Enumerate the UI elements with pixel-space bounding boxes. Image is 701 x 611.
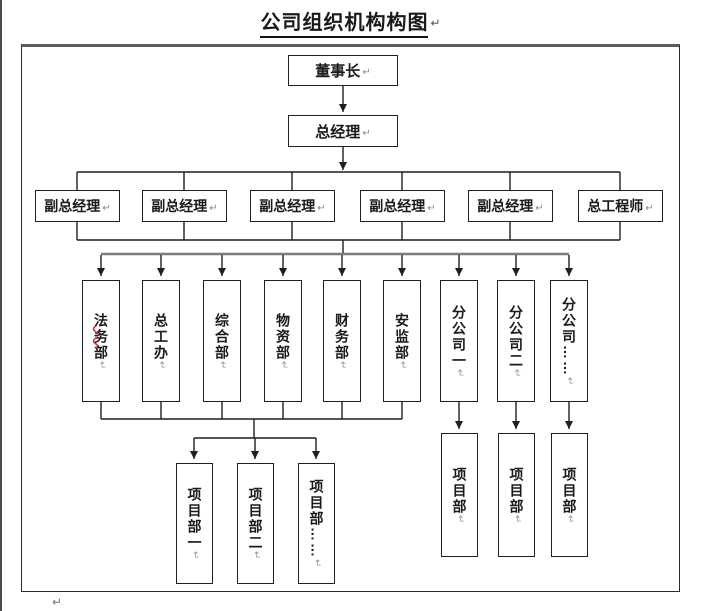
org-box-label: 副总经理 [477,198,534,214]
org-box-finance-dept: 财务部↵ [323,280,361,402]
org-box-project-dept-1: 项目部一↵ [176,463,213,584]
org-box-project-dept-2: 项目部二↵ [237,463,274,584]
org-box-label: 法务部 [93,312,109,361]
org-box-branch-company-2: 分公司二↵ [497,280,535,402]
return-mark: ↵ [209,202,218,214]
return-mark: ↵ [156,360,167,370]
paragraph-return-mark: ↵ [52,595,63,609]
org-box-label: 项目部 [451,466,468,515]
org-box-label: 副总经理 [259,198,316,214]
org-box-chief-engineer: 总工程师 ↵ [578,190,663,222]
return-mark: ↵ [362,67,371,78]
return-mark: ↵ [454,514,466,524]
org-box-label: 综合部 [214,312,230,361]
org-box-label: 副总经理 [44,198,101,214]
org-box-label: 分公司二 [508,304,524,369]
org-box-label: 物资部 [275,312,291,361]
return-mark: ↵ [362,127,371,139]
return-mark: ↵ [564,514,576,524]
org-box-label: 副总经理 [151,198,208,214]
return-mark: ↵ [511,514,523,524]
org-box-label: 安监部 [394,312,410,361]
return-mark: ↵ [250,551,262,560]
page-left-edge-line [0,0,2,611]
org-box-label: 总工程师 [587,198,644,214]
org-box-vice-gm-4: 副总经理 ↵ [360,190,445,222]
return-mark: ↵ [511,368,522,378]
org-box-branch-company-etc: 分公司……↵ [550,280,588,402]
org-box-label: 项目部…… [308,479,325,560]
org-box-branch-project-dept-2: 项目部↵ [498,433,535,557]
page-title: 公司组织机构构图↵ [0,6,701,38]
org-box-label: 总工办 [153,312,169,361]
return-mark: ↵ [278,360,289,370]
return-mark: ↵ [311,559,323,568]
org-box-branch-company-1: 分公司一↵ [440,280,478,402]
org-box-project-dept-etc: 项目部……↵ [298,463,335,584]
return-mark: ↵ [189,551,201,560]
org-box-vice-gm-1: 副总经理 ↵ [35,190,120,222]
org-box-label: 项目部 [508,466,525,515]
org-box-label: 项目部一 [186,487,203,552]
org-box-chief-engineer-office: 总工办↵ [142,280,180,402]
return-mark: ↵ [217,360,228,370]
org-box-chairman: 董事长 ↵ [288,55,398,86]
org-box-label: 董事长 [315,63,361,80]
paragraph-return-mark: ↵ [430,16,441,30]
org-box-vice-gm-2: 副总经理 ↵ [142,190,227,222]
org-box-label: 分公司…… [561,296,577,377]
org-box-branch-project-dept-1: 项目部↵ [441,433,478,557]
spellcheck-squiggle [92,326,98,348]
return-mark: ↵ [397,360,408,370]
return-mark: ↵ [535,202,544,214]
org-box-label: 财务部 [334,312,350,361]
document-border-frame [21,44,680,592]
return-mark: ↵ [427,202,436,214]
return-mark: ↵ [317,202,326,214]
org-box-label: 总经理 [315,123,361,141]
return-mark: ↵ [96,360,107,370]
org-box-label: 副总经理 [369,198,426,214]
org-box-general-affairs-dept: 综合部↵ [203,280,241,402]
org-box-safety-supervision-dept: 安监部↵ [383,280,421,402]
org-box-vice-gm-5: 副总经理 ↵ [468,190,553,222]
org-box-general-manager: 总经理 ↵ [288,115,398,147]
org-box-label: 项目部 [561,466,578,515]
return-mark: ↵ [645,202,654,214]
page-title-text: 公司组织机构构图 [260,6,429,38]
org-box-branch-project-dept-3: 项目部↵ [551,433,588,557]
return-mark: ↵ [337,360,348,370]
org-box-materials-dept: 物资部↵ [264,280,302,402]
org-box-legal-dept: 法务部↵ [82,280,120,402]
org-box-label: 项目部二 [247,487,264,552]
return-mark: ↵ [454,368,465,378]
return-mark: ↵ [564,376,575,386]
org-box-vice-gm-3: 副总经理 ↵ [250,190,335,222]
org-box-label: 分公司一 [451,304,467,369]
return-mark: ↵ [102,202,111,214]
